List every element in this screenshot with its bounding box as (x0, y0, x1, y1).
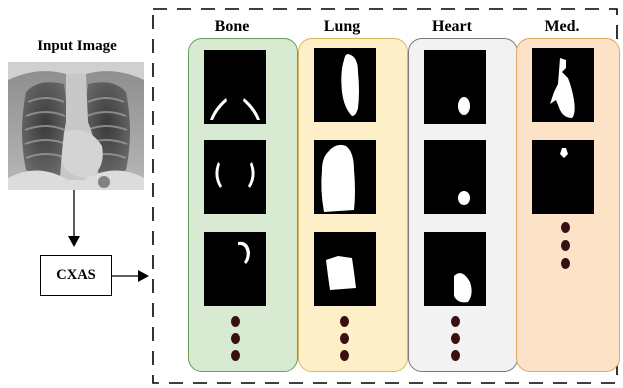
lung-mask-3 (314, 232, 376, 306)
heart-ellipsis-dot (451, 350, 460, 361)
bone-ellipsis-dot (231, 350, 240, 361)
lung-ellipsis-dot (340, 350, 349, 361)
cxas-label: CXAS (56, 267, 95, 284)
heart-mask-1 (424, 50, 486, 124)
lung-ellipsis-dot (340, 316, 349, 327)
bone-mask-1 (204, 50, 266, 124)
right-arrow-icon (112, 266, 150, 286)
input-image-title: Input Image (18, 38, 136, 55)
heart-mask-2 (424, 140, 486, 214)
heart-ellipsis-dot (451, 316, 460, 327)
cxas-model-box: CXAS (40, 255, 112, 296)
column-title-lung: Lung (292, 18, 392, 36)
mediastinum-mask-2 (532, 140, 594, 214)
column-title-bone: Bone (182, 18, 282, 36)
column-title-heart: Heart (402, 18, 502, 36)
bone-mask-3 (204, 232, 266, 306)
chest-xray-image (8, 62, 144, 190)
bone-mask-2 (204, 140, 266, 214)
lung-mask-2 (314, 140, 376, 214)
mediastinum-ellipsis-dot (561, 222, 570, 233)
heart-mask-3 (424, 232, 486, 306)
mediastinum-ellipsis-dot (561, 258, 570, 269)
column-title-mediastinum: Med. (512, 18, 612, 36)
lung-ellipsis-dot (340, 333, 349, 344)
bone-ellipsis-dot (231, 316, 240, 327)
bone-ellipsis-dot (231, 333, 240, 344)
heart-ellipsis-dot (451, 333, 460, 344)
down-arrow-icon (64, 190, 84, 248)
mediastinum-ellipsis-dot (561, 240, 570, 251)
mediastinum-mask-1 (532, 48, 594, 122)
lung-mask-1 (314, 48, 376, 122)
